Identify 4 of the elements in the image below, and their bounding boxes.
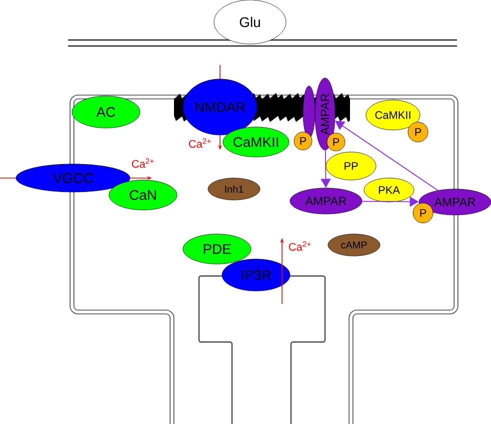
- ion-label: Ca$^{2+}$: [188, 138, 211, 148]
- ion-label: Ca$^{2+}$: [288, 241, 311, 251]
- ion-label: Ca$^{2+}$: [132, 158, 154, 168]
- arrow: [335, 120, 438, 191]
